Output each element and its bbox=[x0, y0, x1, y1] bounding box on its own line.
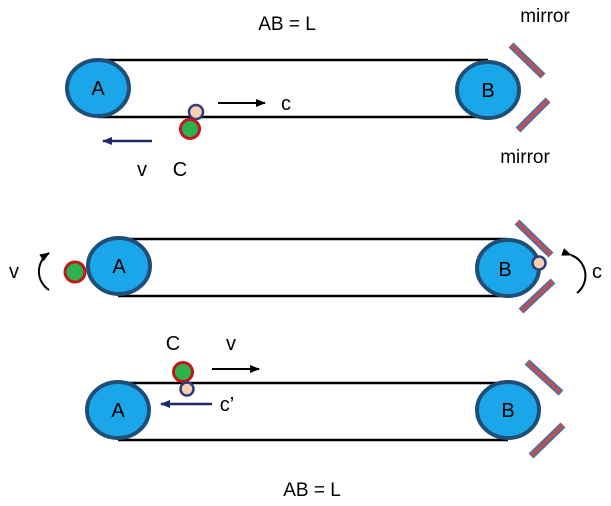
pulley-b-top bbox=[455, 60, 521, 120]
pulley-b-bottom-label: B bbox=[501, 400, 514, 422]
pulley-a-top bbox=[65, 58, 131, 118]
mirror-bottom-upper-face bbox=[525, 360, 563, 395]
pulley-a-mid bbox=[86, 236, 152, 296]
mirror-top-lower-face bbox=[516, 98, 550, 132]
panel-top: AB = L A B mirror mirror c v C bbox=[65, 6, 570, 181]
mirror-top-upper-face bbox=[509, 43, 545, 78]
pulley-a-mid-label: A bbox=[112, 256, 126, 278]
photon-mid bbox=[531, 255, 547, 271]
label-c-top: c bbox=[281, 93, 291, 115]
mirror-mid-upper-face bbox=[515, 220, 553, 257]
bottom-title: AB = L bbox=[283, 480, 341, 501]
photon-bottom bbox=[179, 381, 195, 397]
arrow-rotation-c bbox=[561, 248, 587, 294]
arrow-rotation-v bbox=[37, 252, 50, 291]
pulley-a-bottom bbox=[85, 380, 151, 440]
label-v-top: v bbox=[137, 159, 147, 181]
mirror-mid-lower-face bbox=[519, 279, 555, 313]
label-v-mid: v bbox=[9, 261, 19, 283]
label-v-bottom: v bbox=[226, 333, 236, 355]
pulley-b-mid-label: B bbox=[498, 259, 511, 281]
panel-bottom: A B C v c’ AB = L bbox=[85, 333, 566, 501]
photon-top bbox=[187, 103, 205, 121]
label-c-mid: c bbox=[592, 261, 602, 283]
panel-middle: A B v c bbox=[9, 219, 602, 314]
emitter-c-mid bbox=[63, 260, 87, 284]
label-point-c-bottom: C bbox=[166, 333, 180, 355]
pulley-a-bottom-label: A bbox=[111, 400, 125, 422]
pulley-b-bottom bbox=[475, 380, 541, 440]
top-title: AB = L bbox=[258, 14, 316, 35]
mirror-label-lower: mirror bbox=[500, 147, 550, 168]
pulley-b-top-label: B bbox=[481, 80, 494, 102]
emitter-c-bottom bbox=[172, 361, 194, 383]
mirror-bottom-lower-face bbox=[529, 423, 565, 458]
emitter-c-top bbox=[179, 118, 201, 140]
label-c-prime: c’ bbox=[220, 394, 234, 416]
pulley-a-top-label: A bbox=[91, 78, 105, 100]
mirror-label-upper: mirror bbox=[520, 6, 570, 27]
label-point-c-top: C bbox=[173, 159, 187, 181]
